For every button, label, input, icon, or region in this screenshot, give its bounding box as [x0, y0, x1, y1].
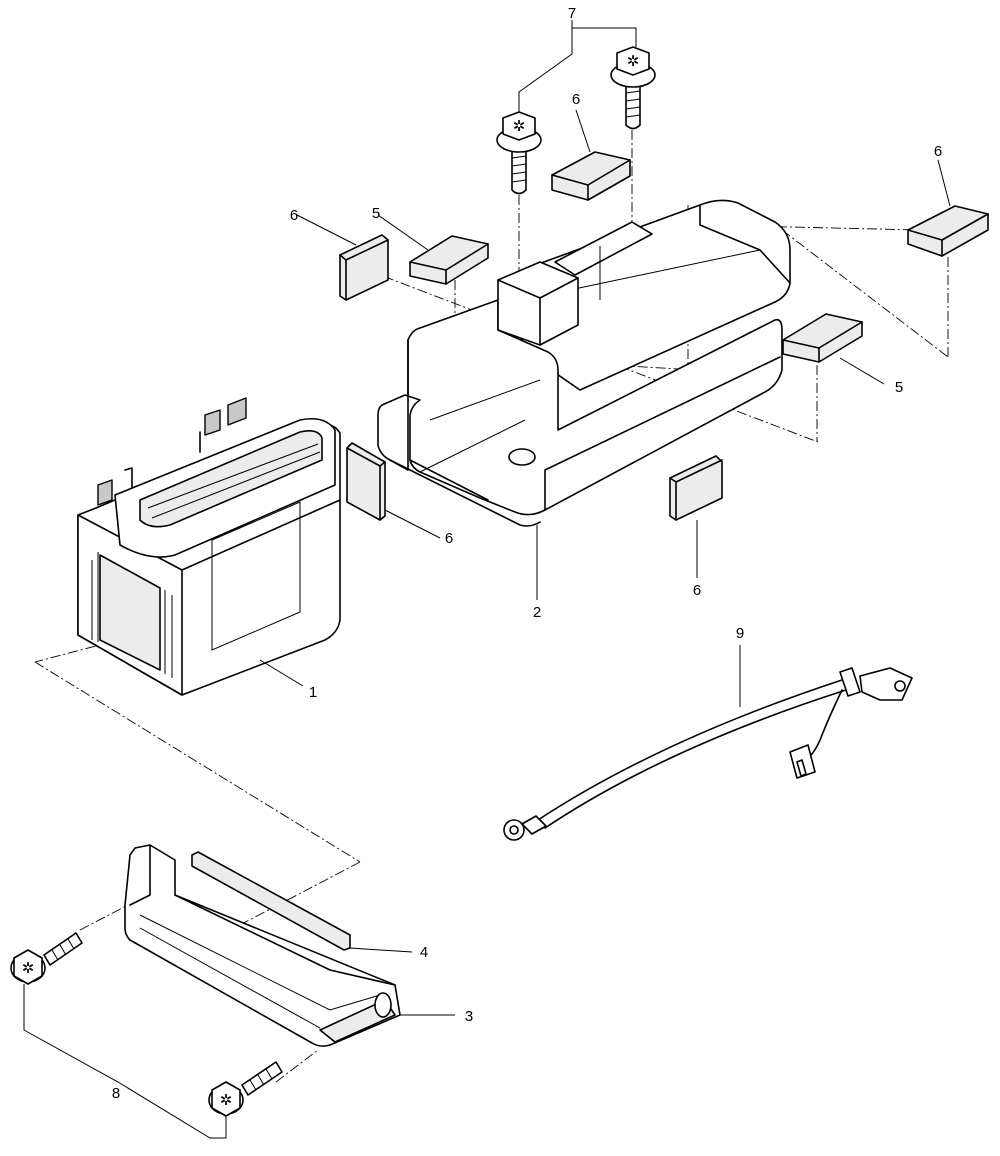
- callout-6-pad-top: 6: [572, 91, 580, 108]
- svg-text:✲: ✲: [513, 118, 526, 135]
- callout-5-pad-right: 5: [895, 379, 903, 396]
- callout-6-pad-left: 6: [290, 207, 298, 224]
- bolt-7-left: ✲: [496, 111, 542, 195]
- leader-lines: [23, 20, 951, 1139]
- bolt-8-upper: ✲: [10, 932, 83, 985]
- battery: [77, 397, 341, 696]
- pad-6-bottom: [669, 455, 723, 521]
- callout-2-battery-box: 2: [533, 604, 541, 621]
- pad-6-far-right: [907, 205, 989, 257]
- callout-4-band-pad: 4: [420, 944, 428, 961]
- bolt-8-lower: ✲: [208, 1061, 283, 1117]
- callout-labels: 7 6 6 6 5 5 6 2 6 1 9 4 3 8: [112, 5, 942, 1102]
- svg-text:✲: ✲: [22, 960, 35, 977]
- battery-band: [124, 844, 401, 1047]
- pad-6-top: [551, 151, 631, 201]
- pad-5-left: [409, 235, 489, 285]
- callout-6-pad-bottom: 6: [693, 582, 701, 599]
- pad-5-right: [782, 313, 863, 363]
- callout-3-battery-band: 3: [465, 1008, 473, 1025]
- callout-8-bolts: 8: [112, 1085, 120, 1102]
- wire-harness: [503, 667, 913, 841]
- callout-9-wire-harness: 9: [736, 625, 744, 642]
- callout-5-pad-left: 5: [372, 205, 380, 222]
- svg-text:✲: ✲: [627, 53, 640, 70]
- svg-text:✲: ✲: [220, 1092, 233, 1109]
- battery-box: [377, 199, 791, 527]
- callout-7-bolts: 7: [568, 5, 576, 22]
- callout-6-pad-far-right: 6: [934, 143, 942, 160]
- pad-6-left: [339, 234, 389, 301]
- callout-6-pad-side: 6: [445, 530, 453, 547]
- bolt-7-right: ✲: [610, 46, 656, 130]
- pad-6-side: [346, 442, 386, 521]
- callout-1-battery: 1: [309, 684, 317, 701]
